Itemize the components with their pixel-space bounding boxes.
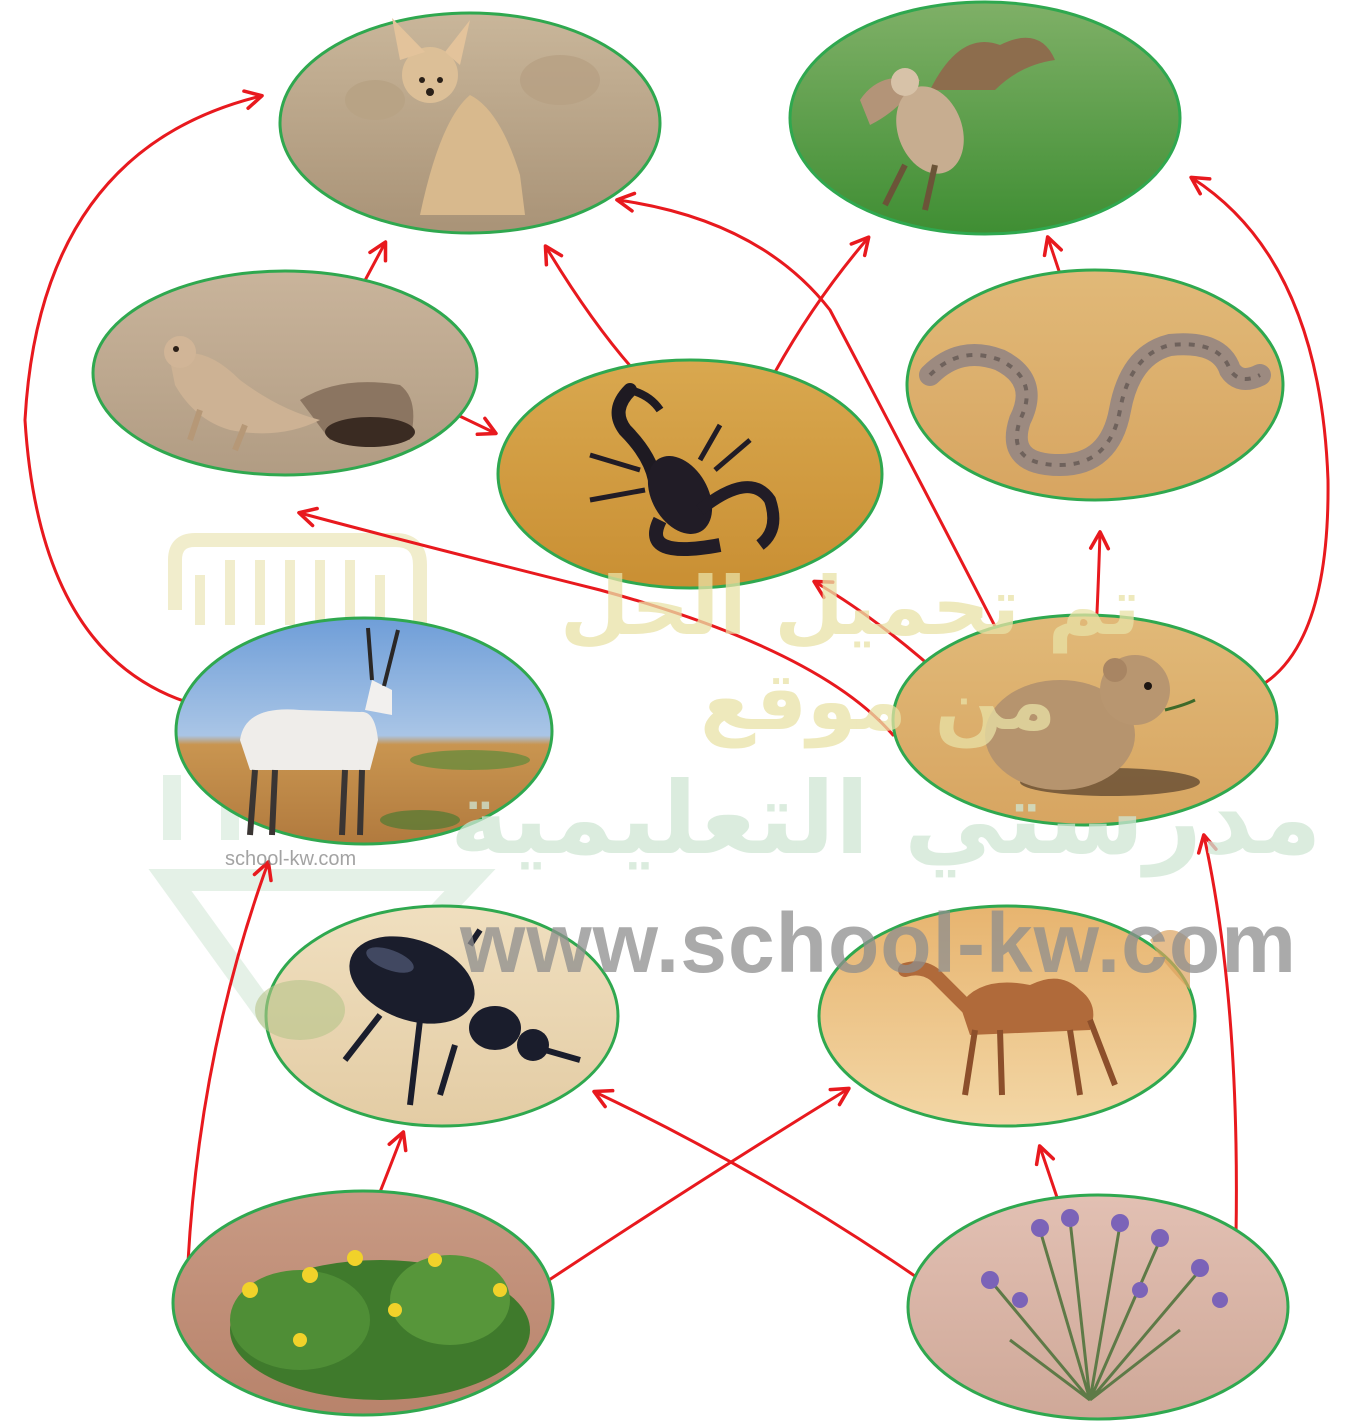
- lizard-photo: [93, 271, 477, 475]
- arrow-scorpion-to-hawk: [775, 238, 868, 372]
- fennec-fox-photo: [280, 13, 660, 233]
- purple-flower-plant-photo: [908, 1195, 1288, 1419]
- arrow-scorpion-to-fox: [546, 247, 632, 368]
- hawk-photo: [790, 2, 1180, 234]
- watermark-logo-url: school-kw.com: [225, 848, 356, 871]
- watermark-url: www.school-kw.com: [460, 895, 1297, 992]
- watermark-line2: من موقع: [700, 655, 1056, 748]
- scorpion-photo: [498, 360, 882, 588]
- watermark-line1: تم تحميل الحل: [560, 560, 1140, 653]
- arrow-purple-plant-to-beetle: [595, 1092, 945, 1297]
- yellow-flower-plant-photo: [173, 1191, 553, 1415]
- arrow-yellow-plant-to-camel: [543, 1089, 848, 1284]
- watermark-line3: مدرستي التعليمية: [450, 760, 1322, 877]
- snake-photo: [907, 270, 1283, 500]
